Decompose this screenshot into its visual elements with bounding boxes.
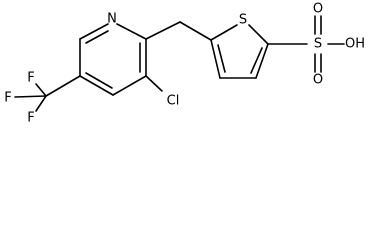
atom-cl: Cl [167,94,180,109]
sulfonic-acid-group [267,15,345,73]
bond-c6-n-inner [85,30,109,44]
bond-c-f-top [35,83,47,97]
bond-c2-ch2 [145,21,181,40]
pyridine-ring [79,23,147,96]
atom-oh: OH [345,37,365,52]
atom-o-top: O [313,2,323,17]
bond-c4-c5-inner [85,72,113,89]
bond-c5t-c4t [255,43,269,79]
atom-s-thiophene: S [239,13,247,28]
atom-f-top: F [27,71,34,86]
bond-c4-c5 [79,75,114,96]
bond-c-f-left [14,95,47,98]
bond-n-c2 [116,23,147,40]
thiophene-ring [210,24,269,79]
molecule-structure: N S Cl F F F S O O OH [4,2,365,126]
atom-s-sulfonyl: S [314,37,322,52]
bond-c2t-s [210,24,238,41]
bond-c3t-c2t-inner [217,44,226,73]
bond-c3t-c2t [210,39,221,79]
atom-f-bottom: F [27,111,34,126]
bond-s-c5t [248,24,269,45]
bond-c5t-c4t-inner [250,47,263,74]
atom-o-bottom: O [313,73,323,88]
bond-c5-cf3 [45,75,81,97]
bond-c-f-bottom [35,95,47,112]
atom-f-left: F [4,91,11,106]
bond-c6-n [79,23,109,40]
atom-n: N [107,12,117,27]
bond-c3-c4 [112,75,147,96]
bond-ch2-thiophene [179,21,212,41]
trifluoromethyl-group [14,75,81,112]
bond-c3-cl [145,75,163,92]
